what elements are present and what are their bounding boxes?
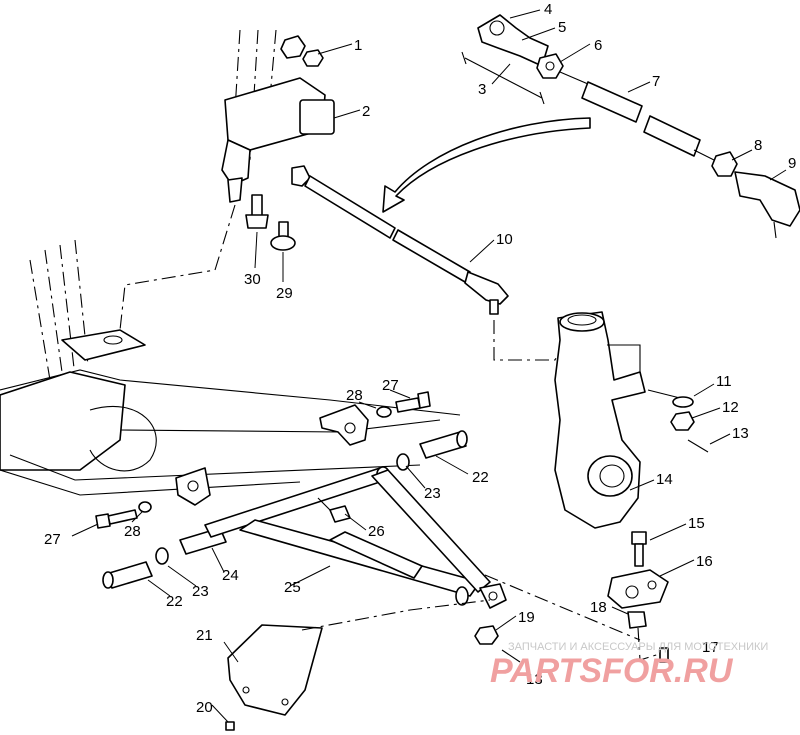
nut-washer-11-12	[670, 396, 709, 453]
callout-1: 1	[354, 37, 362, 54]
a-arm-guard	[225, 574, 641, 731]
tie-rod-exploded	[461, 14, 800, 239]
callout-18: 18	[590, 599, 607, 616]
callout-27-lower: 27	[44, 531, 61, 548]
watermark: ЗАПЧАСТИ И АКСЕССУАРЫ ДЛЯ МОТОТЕХНИКИ PA…	[490, 641, 768, 690]
callout-7: 7	[652, 73, 660, 90]
assembly-arrow	[382, 117, 591, 213]
watermark-tagline: ЗАПЧАСТИ И АКСЕССУАРЫ ДЛЯ МОТОТЕХНИКИ	[508, 641, 768, 653]
callout-21: 21	[196, 627, 213, 644]
bolts-29-30	[245, 194, 296, 251]
callout-23-lower: 23	[192, 583, 209, 600]
callout-13-upper: 13	[732, 425, 749, 442]
callout-13-lower: 13	[526, 671, 543, 688]
callout-29: 29	[276, 285, 293, 302]
watermark-brand: PARTSFOR.RU	[490, 652, 734, 690]
callout-3: 3	[478, 81, 486, 98]
callout-labels: 1 2 3 4 5 6 7 8 9 10 11 12 13 14 15 16 1…	[44, 1, 796, 716]
callout-27-upper: 27	[382, 377, 399, 394]
tie-rod-assembled	[291, 165, 561, 361]
callout-6: 6	[594, 37, 602, 54]
callout-8: 8	[754, 137, 762, 154]
callout-11: 11	[716, 373, 732, 390]
leader-lines	[71, 9, 787, 723]
callout-15: 15	[688, 515, 705, 532]
callout-9: 9	[788, 155, 796, 172]
a-arm	[204, 466, 507, 609]
lower-ball-joint	[607, 531, 669, 663]
spindle-knuckle	[554, 311, 681, 529]
callout-14: 14	[656, 471, 673, 488]
callout-5: 5	[558, 19, 566, 36]
callout-10: 10	[496, 231, 513, 248]
callout-2: 2	[362, 103, 370, 120]
callout-28-lower: 28	[124, 523, 141, 540]
callout-16: 16	[696, 553, 713, 570]
callout-4: 4	[544, 1, 552, 18]
callout-24: 24	[222, 567, 239, 584]
callout-20: 20	[196, 699, 213, 716]
callout-22-upper: 22	[472, 469, 489, 486]
callout-12: 12	[722, 399, 739, 416]
callout-26: 26	[368, 523, 385, 540]
frame-outline	[0, 239, 461, 496]
callout-30: 30	[244, 271, 261, 288]
callout-19: 19	[518, 609, 535, 626]
front-bracket	[175, 404, 369, 506]
callout-22-lower: 22	[166, 593, 183, 610]
nut-19	[474, 625, 521, 663]
steering-post	[119, 29, 335, 331]
callout-28-upper: 28	[346, 387, 363, 404]
nut-1	[280, 35, 324, 67]
callout-25: 25	[284, 579, 301, 596]
callout-17: 17	[702, 639, 719, 656]
callout-23-upper: 23	[424, 485, 441, 502]
